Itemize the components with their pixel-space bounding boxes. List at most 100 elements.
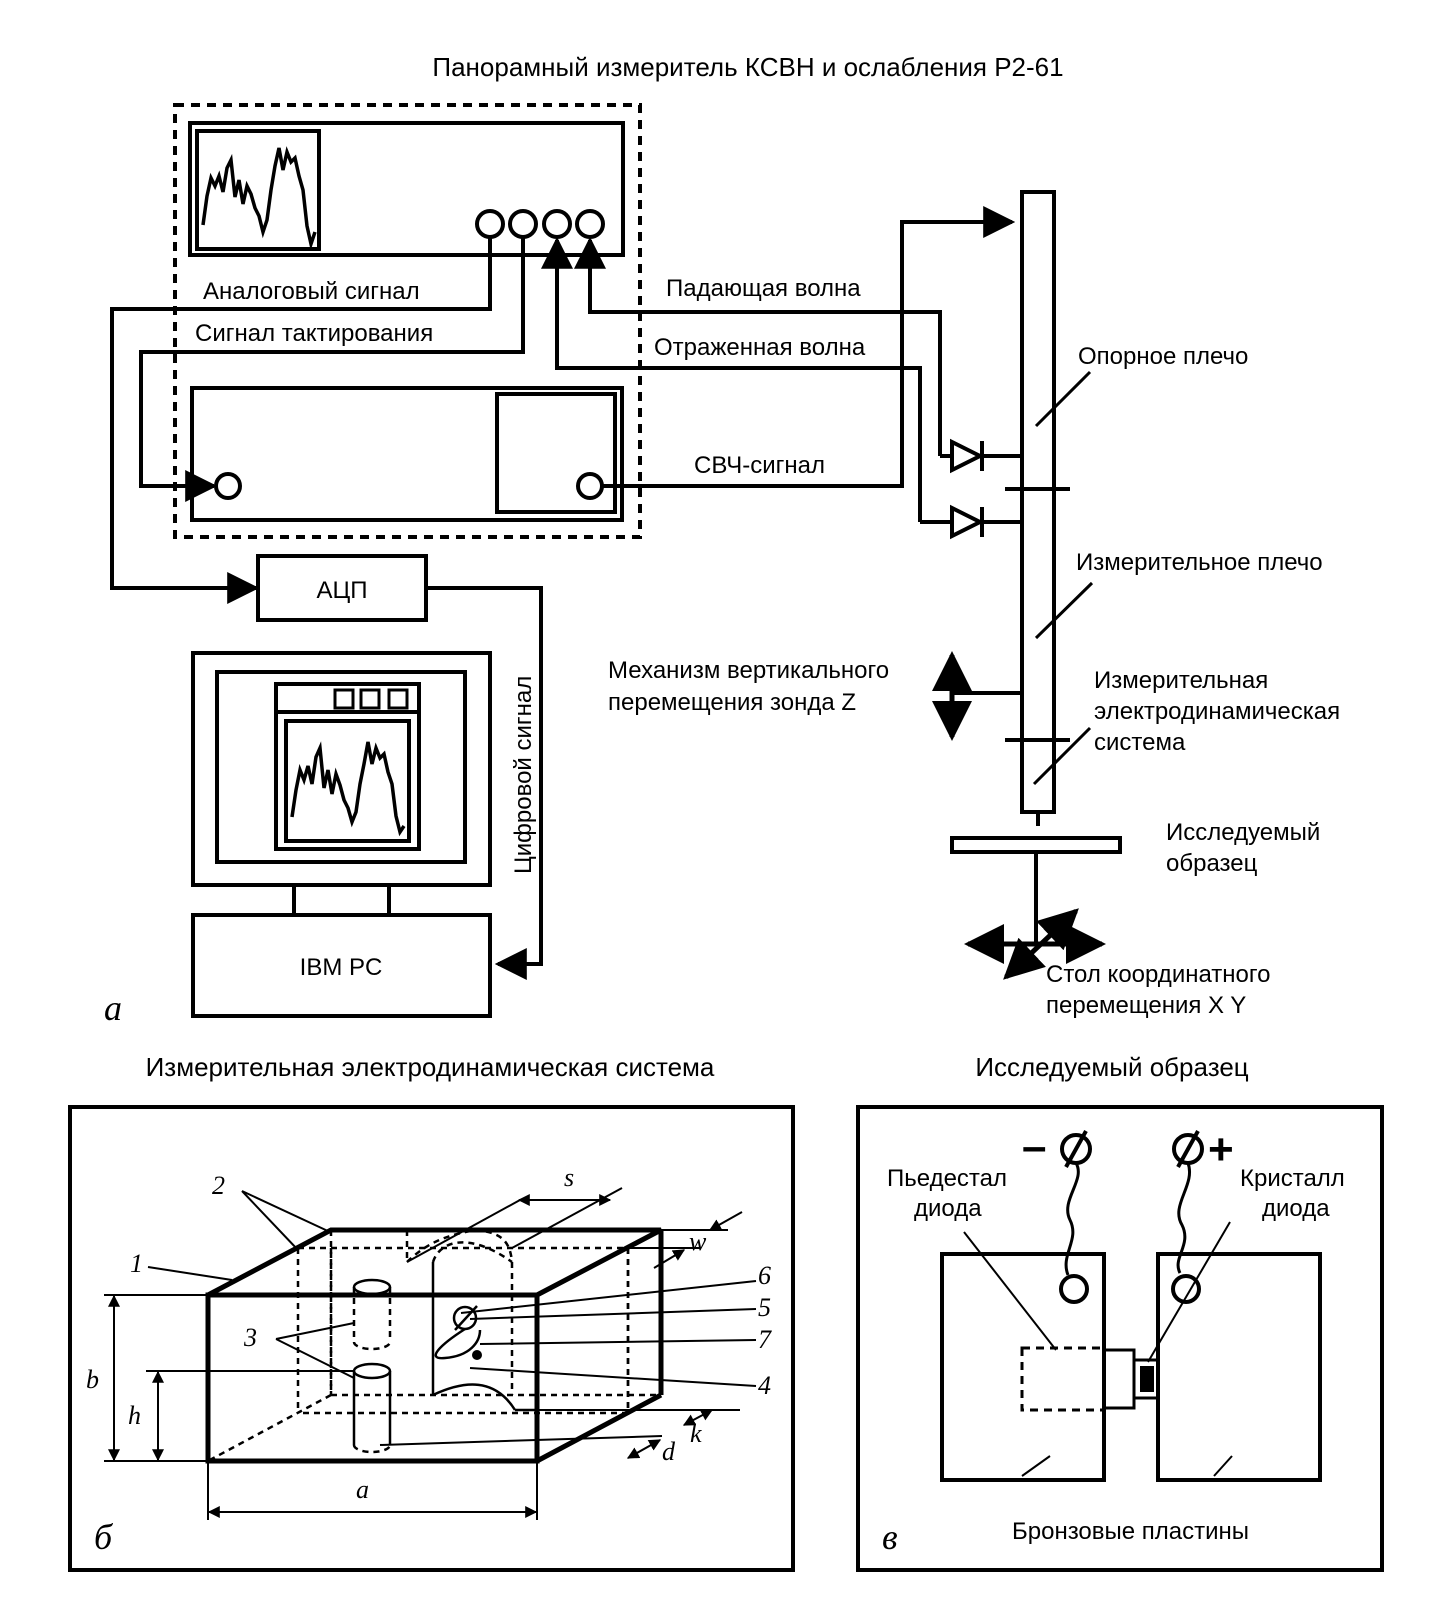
- label-3: 3: [243, 1323, 257, 1352]
- crystal-label-line1: Кристалл: [1240, 1165, 1345, 1192]
- generator-unit: [190, 386, 624, 522]
- panel-c-letter: в: [882, 1517, 898, 1557]
- clock-signal-label: Сигнал тактирования: [195, 320, 433, 347]
- leader-3b: [275, 1338, 355, 1379]
- panel-b: Измерительная электродинамическая систем…: [68, 1052, 795, 1572]
- leader-7: [479, 1339, 757, 1345]
- dim-k-arrow: [682, 1409, 714, 1426]
- window-control-3: [387, 688, 409, 710]
- ridge-outline: [405, 1228, 514, 1395]
- dim-s-ext2: [511, 1187, 623, 1249]
- pedestal-leader: [963, 1231, 1057, 1351]
- p2-61-enclosure: [173, 103, 642, 539]
- ridge-solid: [431, 1262, 537, 1412]
- plus-terminal-sign: +: [1208, 1125, 1234, 1174]
- label-h: h: [128, 1401, 141, 1430]
- crystal-leader: [1147, 1221, 1231, 1363]
- sample-label-line2: образец: [1166, 850, 1258, 877]
- generator-clock-input: [214, 472, 242, 500]
- label-b: b: [86, 1365, 99, 1394]
- label-7: 7: [758, 1325, 772, 1354]
- pedestal-label-line2: диода: [914, 1195, 982, 1222]
- panel-c-title: Исследуемый образец: [975, 1052, 1248, 1082]
- diode-reference: [940, 438, 1022, 474]
- indicator-waveform: [201, 146, 317, 251]
- dim-d-ext: [379, 1435, 663, 1446]
- eds-label-line1: Измерительная: [1094, 667, 1268, 694]
- minus-terminal-icon: [1060, 1130, 1092, 1168]
- monitor-plot-area: [284, 719, 411, 843]
- generator-panel: [495, 392, 617, 514]
- probe-point: [472, 1350, 482, 1360]
- leader-4: [469, 1367, 757, 1387]
- coupling-loop: [434, 1327, 482, 1360]
- label-4: 4: [758, 1371, 771, 1400]
- box-top-edges: [206, 1227, 663, 1298]
- plus-terminal-icon: [1172, 1130, 1204, 1168]
- pc-box: [191, 913, 492, 1018]
- eds-label-line2: электродинамическая: [1094, 698, 1340, 725]
- adc-label: АЦП: [316, 577, 367, 604]
- diode-pedestal: [1020, 1346, 1106, 1412]
- plate-leader-left: [1021, 1455, 1051, 1477]
- incident-wave-label: Падающая волна: [666, 275, 861, 302]
- panel-a-letter: a: [104, 988, 122, 1028]
- post-lower: [352, 1362, 392, 1454]
- panel-c: Исследуемый образец – + Пьедестал: [856, 1052, 1384, 1572]
- label-k: k: [690, 1419, 702, 1448]
- analog-signal-label: Аналоговый сигнал: [203, 278, 420, 305]
- left-wire: [1064, 1162, 1080, 1276]
- minus-terminal-sign: –: [1022, 1122, 1046, 1171]
- leader-2a: [241, 1190, 299, 1251]
- sample-plate: [950, 836, 1122, 854]
- indicator-screen: [195, 129, 321, 251]
- label-6: 6: [758, 1261, 771, 1290]
- plates-label: Бронзовые пластины: [1012, 1518, 1249, 1545]
- panel-b-letter: б: [94, 1517, 114, 1557]
- connector-4: [575, 209, 605, 239]
- dim-d-arrow: [626, 1439, 662, 1459]
- eds-label-line3: система: [1094, 729, 1186, 756]
- measuring-arm-pointer: [1034, 581, 1094, 640]
- connector-2: [508, 209, 538, 239]
- monitor-waveform: [290, 741, 406, 837]
- label-s: s: [564, 1163, 574, 1192]
- label-2: 2: [212, 1171, 225, 1200]
- diode-measuring: [920, 504, 1022, 540]
- right-contact: [1171, 1274, 1201, 1304]
- monitor-window: [274, 682, 421, 851]
- digital-signal-line: [426, 586, 543, 980]
- mw-signal-label: СВЧ-сигнал: [694, 452, 825, 479]
- label-d: d: [662, 1437, 676, 1466]
- label-w: w: [689, 1227, 707, 1256]
- incident-wave-line: [574, 236, 942, 456]
- z-mechanism-label-line1: Механизм вертикального: [608, 657, 889, 684]
- reflected-wave-line: [541, 236, 922, 522]
- analog-signal-line: [110, 237, 492, 604]
- diode-crystal-core: [1140, 1366, 1154, 1392]
- left-contact: [1059, 1274, 1089, 1304]
- sample-label-line1: Исследуемый: [1166, 819, 1320, 846]
- pedestal-tab: [1102, 1348, 1136, 1410]
- monitor-frame: [191, 651, 492, 887]
- label-a: a: [356, 1475, 369, 1504]
- leader-6: [460, 1280, 757, 1314]
- monitor-screen: [215, 670, 467, 864]
- pedestal-label-line1: Пьедестал: [887, 1165, 1007, 1192]
- loop-slash: [454, 1305, 478, 1331]
- connector-1: [475, 209, 505, 239]
- panel-b-title: Измерительная электродинамическая систем…: [146, 1052, 715, 1082]
- right-wire: [1176, 1162, 1192, 1274]
- box-right-bottom-edge: [535, 1392, 663, 1464]
- reference-arm-label: Опорное плечо: [1078, 343, 1248, 370]
- panel-c-frame: [856, 1105, 1384, 1572]
- label-5: 5: [758, 1293, 771, 1322]
- post-upper: [352, 1278, 392, 1351]
- reference-arm-pointer: [1034, 370, 1092, 428]
- waveguide-column: [1020, 190, 1056, 814]
- dim-w-arrow-bottom: [653, 1249, 686, 1269]
- indicator-unit: [188, 121, 625, 257]
- connector-3: [542, 209, 572, 239]
- xy-table-label-line2: перемещения X Y: [1046, 992, 1246, 1019]
- diode-crystal: [1132, 1358, 1160, 1400]
